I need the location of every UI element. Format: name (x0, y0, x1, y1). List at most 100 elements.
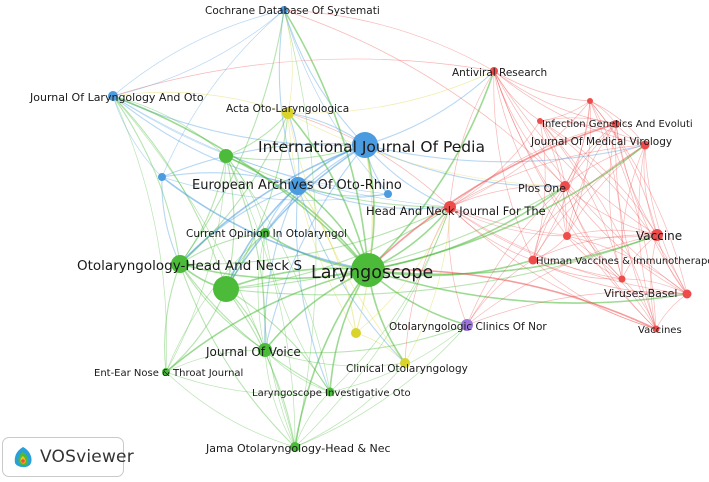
node-label[interactable]: Otolaryngologic Clinics Of Nor (389, 321, 547, 333)
network-edge (165, 155, 227, 373)
network-edge (283, 9, 369, 271)
network-node[interactable] (651, 229, 663, 241)
node-label[interactable]: Human Vaccines & Immunotherape (536, 256, 709, 267)
network-edge (367, 70, 495, 271)
network-node[interactable] (612, 120, 620, 128)
network-node[interactable] (258, 343, 272, 357)
network-edge (564, 185, 623, 280)
network-edge (297, 185, 406, 364)
network-edge (112, 95, 181, 265)
network-node[interactable] (290, 442, 300, 452)
network-edge (165, 232, 266, 373)
node-label[interactable]: Antiviral Research (452, 67, 547, 79)
network-edge (278, 9, 299, 187)
network-edge (225, 155, 296, 448)
network-edge (493, 70, 568, 237)
network-node[interactable] (444, 201, 456, 213)
network-edge (283, 9, 366, 146)
node-label[interactable]: International Journal Of Pedia (258, 138, 485, 156)
network-node[interactable] (490, 67, 498, 75)
network-edge (532, 144, 646, 261)
vosviewer-logo-badge: VOSviewer (2, 437, 134, 477)
network-node[interactable] (563, 232, 571, 240)
network-node[interactable] (652, 325, 660, 333)
network-node[interactable] (351, 253, 385, 287)
node-label[interactable]: Head And Neck-Journal For The (366, 204, 546, 218)
network-edge (566, 235, 657, 330)
network-node[interactable] (351, 328, 361, 338)
network-edge (367, 268, 657, 330)
network-node[interactable] (528, 255, 538, 265)
network-node[interactable] (587, 98, 593, 104)
network-node[interactable] (400, 358, 410, 368)
network-edge (493, 70, 566, 187)
network-edge (449, 120, 541, 208)
node-label[interactable]: Ent-Ear Nose & Throat Journal (94, 368, 243, 379)
network-edge (532, 259, 623, 280)
node-label[interactable]: Journal Of Laryngology And Oto (29, 91, 204, 104)
network-node[interactable] (108, 91, 118, 101)
network-node[interactable] (162, 368, 170, 376)
network-node[interactable] (260, 228, 270, 238)
network-node[interactable] (618, 275, 626, 283)
network-node[interactable] (282, 107, 294, 119)
network-edge (112, 95, 163, 178)
network-node[interactable] (219, 149, 233, 163)
network-node[interactable] (171, 255, 189, 273)
network-node[interactable] (325, 387, 335, 397)
network-edge (367, 123, 617, 271)
network-edge (493, 70, 541, 122)
node-label[interactable]: Plos One (518, 182, 566, 195)
node-label[interactable]: Viruses-Basel (604, 287, 677, 300)
node-label[interactable]: European Archives Of Oto-Rhino (192, 178, 402, 193)
node-label[interactable]: Cochrane Database Of Systemati (205, 5, 380, 17)
node-label[interactable]: Current Opinion In Otolaryngol (186, 228, 347, 240)
network-edge (615, 123, 657, 330)
network-edge (589, 100, 688, 295)
network-node[interactable] (560, 181, 570, 191)
node-label[interactable]: Vaccines (638, 325, 682, 336)
network-edge (449, 70, 495, 208)
network-node[interactable] (461, 319, 473, 331)
network-node[interactable] (280, 6, 288, 14)
node-label[interactable]: Laryngoscope Investigative Oto (252, 388, 411, 399)
node-label[interactable]: Clinical Otolaryngology (346, 363, 468, 375)
network-edge (112, 9, 285, 97)
network-node[interactable] (682, 289, 692, 299)
network-node[interactable] (537, 118, 543, 124)
network-edge (264, 144, 366, 351)
network-node[interactable] (352, 132, 378, 158)
network-edge (539, 120, 646, 146)
network-edge (493, 70, 623, 280)
node-label[interactable]: Vaccine (636, 229, 682, 243)
network-edge (161, 143, 366, 178)
network-node[interactable] (158, 173, 166, 181)
network-edge (466, 259, 534, 326)
node-label[interactable]: Jama Otolaryngology-Head & Nec (205, 442, 391, 455)
network-edge (493, 70, 534, 261)
node-label[interactable]: Infection Genetics And Evoluti (542, 119, 693, 130)
network-edge (364, 144, 646, 163)
network-node[interactable] (640, 140, 650, 150)
network-edge (264, 349, 331, 393)
network-edge (449, 206, 534, 261)
network-edge (287, 70, 495, 114)
node-label[interactable]: Acta Oto-Laryngologica (226, 103, 349, 115)
network-edge (493, 70, 658, 236)
network-edge (161, 176, 389, 201)
network-edge (294, 206, 451, 448)
node-label[interactable]: Journal Of Medical Virology (530, 136, 672, 148)
network-edge (621, 278, 688, 295)
network-edge (615, 123, 658, 236)
node-label[interactable]: Journal Of Voice (205, 345, 301, 359)
node-label[interactable]: Laryngoscope (311, 263, 433, 283)
network-edge (179, 263, 266, 351)
network-edge (161, 176, 181, 265)
network-edge (264, 324, 468, 354)
node-label[interactable]: Otolaryngology-Head And Neck S (77, 258, 302, 274)
network-node[interactable] (289, 177, 307, 195)
network-node[interactable] (384, 190, 392, 198)
network-node[interactable] (213, 276, 239, 302)
